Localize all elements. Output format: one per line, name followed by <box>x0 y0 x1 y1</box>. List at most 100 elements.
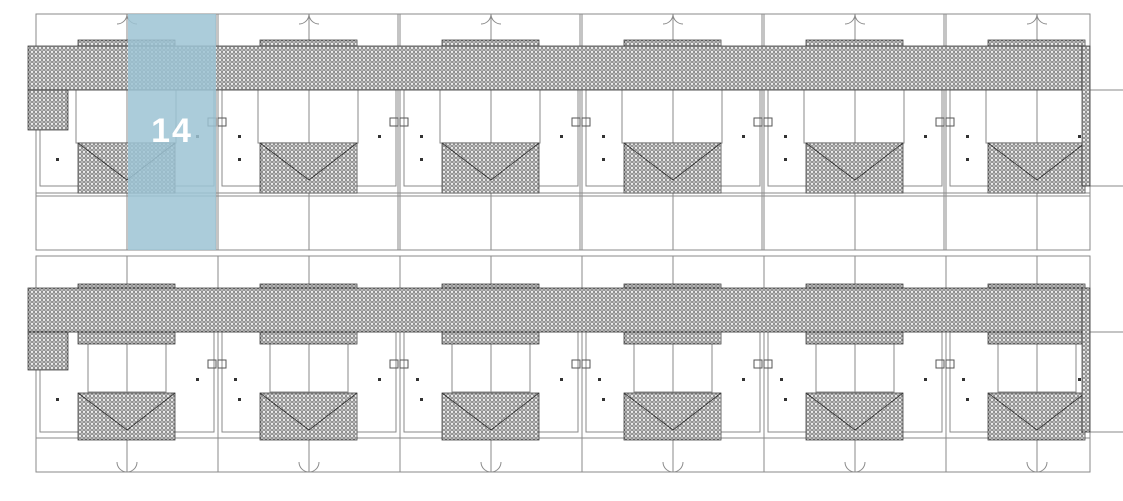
fixture-icon <box>217 359 227 369</box>
fixture-icon <box>945 359 955 369</box>
fixture-icon <box>217 117 227 127</box>
roof-hatch <box>987 392 1086 441</box>
point-marker <box>1078 135 1081 138</box>
roof-hatch <box>259 142 358 194</box>
point-marker <box>602 135 605 138</box>
point-marker <box>598 378 601 381</box>
point-marker <box>238 135 241 138</box>
fixture-icon <box>207 359 217 369</box>
point-marker <box>420 135 423 138</box>
roof-ridge <box>308 142 358 181</box>
fixture-icon <box>399 359 409 369</box>
door-icon <box>298 461 320 473</box>
roof-ridge <box>805 392 856 431</box>
roof-hatch <box>1081 45 1091 187</box>
building-outline <box>439 89 541 144</box>
fixture-icon <box>945 117 955 127</box>
roof-hatch <box>805 392 904 441</box>
roof-ridge <box>441 142 492 181</box>
fixture-icon <box>571 117 581 127</box>
roof-ridge <box>854 392 904 431</box>
highlighted-lot[interactable] <box>128 14 216 250</box>
point-marker <box>924 135 927 138</box>
roof-hatch <box>27 331 69 371</box>
point-marker <box>416 378 419 381</box>
point-marker <box>234 378 237 381</box>
building-outline <box>985 89 1087 144</box>
roof-ridge <box>623 142 674 181</box>
roof-ridge <box>77 142 128 181</box>
building-outline <box>621 89 723 144</box>
point-marker <box>420 158 423 161</box>
door-icon <box>662 13 684 25</box>
roof-ridge <box>854 142 904 181</box>
point-marker <box>966 398 969 401</box>
fixture-icon <box>581 117 591 127</box>
point-marker <box>378 378 381 381</box>
point-marker <box>238 398 241 401</box>
point-marker <box>420 398 423 401</box>
roof-hatch <box>259 392 358 441</box>
door-icon <box>298 13 320 25</box>
door-icon <box>662 461 684 473</box>
point-marker <box>560 378 563 381</box>
roof-ridge <box>987 392 1038 431</box>
roof-ridge <box>672 142 722 181</box>
point-marker <box>784 158 787 161</box>
roof-hatch <box>987 142 1086 194</box>
fixture-icon <box>389 359 399 369</box>
door-icon <box>1026 461 1048 473</box>
point-marker <box>780 378 783 381</box>
roof-hatch <box>623 142 722 194</box>
point-marker <box>56 158 59 161</box>
fixture-icon <box>935 117 945 127</box>
door-icon <box>844 13 866 25</box>
roof-ridge <box>77 392 128 431</box>
roof-ridge <box>623 392 674 431</box>
point-marker <box>1078 378 1081 381</box>
fixture-icon <box>399 117 409 127</box>
door-icon <box>1026 13 1048 25</box>
fixture-icon <box>935 359 945 369</box>
roof-ridge <box>259 142 310 181</box>
roof-ridge <box>308 392 358 431</box>
door-icon <box>480 13 502 25</box>
roof-ridge <box>1036 142 1086 181</box>
door-icon <box>116 461 138 473</box>
point-marker <box>602 158 605 161</box>
lot-number-label: 14 <box>151 112 193 150</box>
point-marker <box>378 135 381 138</box>
point-marker <box>238 158 241 161</box>
roof-ridge <box>672 392 722 431</box>
roof-ridge <box>490 392 540 431</box>
point-marker <box>966 158 969 161</box>
fixture-icon <box>763 359 773 369</box>
roof-hatch <box>1081 287 1091 433</box>
fixture-icon <box>753 117 763 127</box>
point-marker <box>784 135 787 138</box>
roof-ridge <box>1036 392 1086 431</box>
roof-hatch <box>623 392 722 441</box>
roof-hatch <box>441 142 540 194</box>
door-icon <box>480 461 502 473</box>
point-marker <box>924 378 927 381</box>
roof-ridge <box>126 392 176 431</box>
roof-ridge <box>987 142 1038 181</box>
roof-hatch <box>805 142 904 194</box>
point-marker <box>742 135 745 138</box>
roof-ridge <box>441 392 492 431</box>
fixture-icon <box>389 117 399 127</box>
roof-ridge <box>259 392 310 431</box>
roof-hatch <box>27 287 1089 333</box>
door-icon <box>844 461 866 473</box>
building-outline <box>257 89 359 144</box>
roof-hatch <box>441 392 540 441</box>
fixture-icon <box>753 359 763 369</box>
fixture-icon <box>763 117 773 127</box>
point-marker <box>560 135 563 138</box>
point-marker <box>784 398 787 401</box>
roof-ridge <box>490 142 540 181</box>
building-outline <box>803 89 905 144</box>
fixture-icon <box>581 359 591 369</box>
